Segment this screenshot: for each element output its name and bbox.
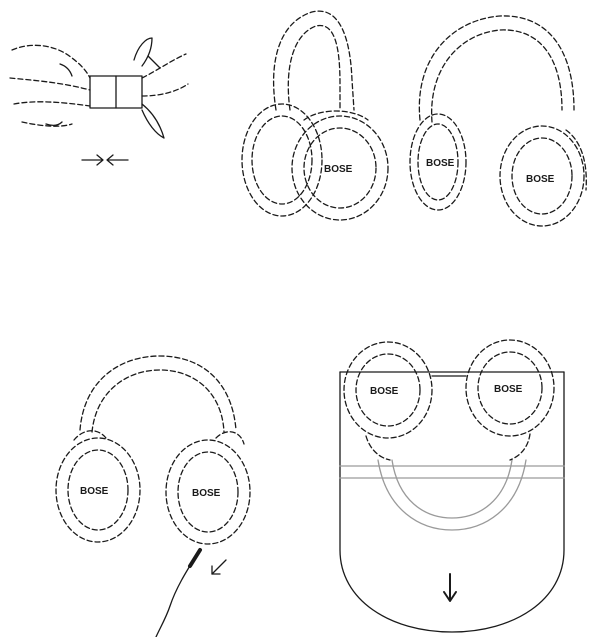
ear-cup-left: BOSE	[56, 431, 140, 542]
brand-logo: BOSE	[192, 488, 221, 499]
left-hand	[10, 45, 90, 126]
headphones-cable-panel: BOSE BOSE	[56, 356, 250, 637]
fold-hinge-panel	[10, 38, 188, 165]
headband	[80, 356, 236, 432]
headband	[419, 16, 574, 122]
ear-cup-right: BOSE	[500, 126, 586, 226]
hinge-block	[90, 76, 142, 108]
down-arrow	[444, 574, 456, 601]
ear-cup-left: BOSE	[344, 342, 432, 460]
ear-cup-front: BOSE	[292, 111, 388, 220]
faded-headband	[378, 460, 526, 530]
ear-cup-right: BOSE	[466, 340, 554, 460]
audio-cable	[156, 550, 226, 637]
brand-logo: BOSE	[324, 164, 353, 175]
brand-logo: BOSE	[80, 486, 109, 497]
headphones-folded-panel: BOSE	[242, 11, 388, 220]
brand-logo: BOSE	[426, 158, 455, 169]
squeeze-arrows	[82, 155, 128, 165]
brand-logo: BOSE	[526, 174, 555, 185]
brand-logo: BOSE	[370, 386, 399, 397]
carry-case	[340, 372, 564, 632]
ear-cup-back	[242, 104, 322, 216]
ear-cup-left: BOSE	[410, 114, 466, 210]
headphones-open-panel: BOSE BOSE	[410, 16, 586, 226]
brand-logo: BOSE	[494, 384, 523, 395]
ear-cup-right: BOSE	[166, 432, 250, 544]
headphones-case-panel: BOSE BOSE	[340, 340, 564, 632]
headband	[274, 11, 354, 110]
